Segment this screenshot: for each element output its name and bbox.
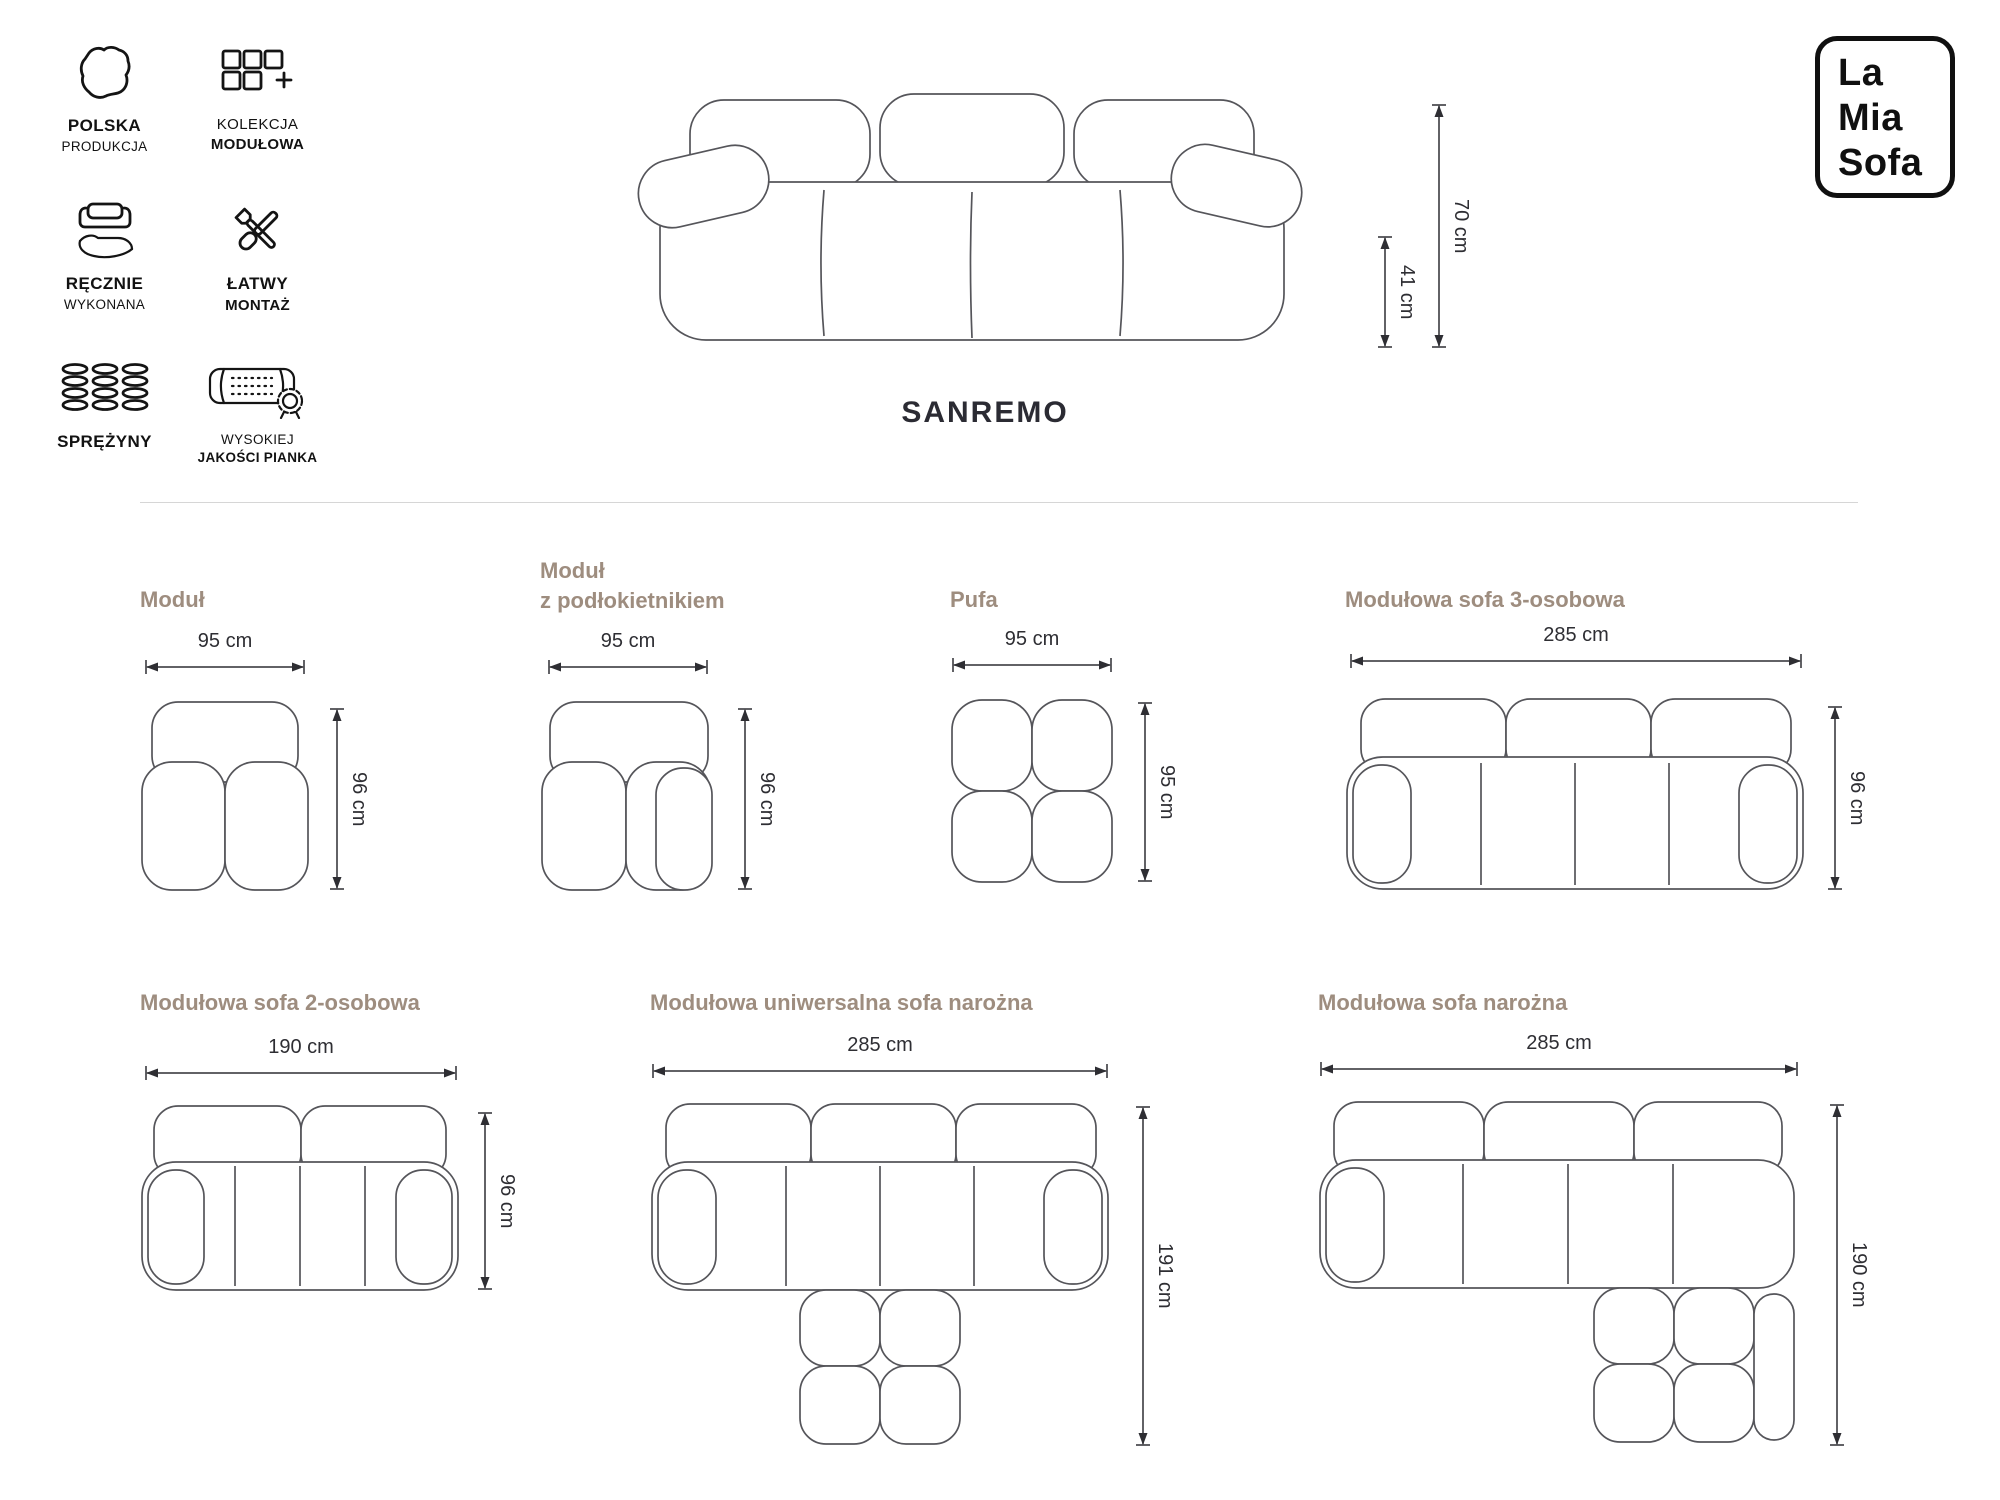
width-dimension-arrow [652, 1064, 1108, 1078]
module-title-line: Pufa [950, 587, 998, 612]
depth-dimension-arrow [1828, 706, 1842, 890]
width-dimension-arrow [1320, 1062, 1798, 1076]
foam-quality-icon [181, 346, 334, 432]
module-drawing [141, 1105, 459, 1291]
feature-sublabel: JAKOŚCI PIANKA [197, 450, 318, 465]
sofa-front-drawing [637, 93, 1303, 341]
features-panel: POLSKA PRODUKCJA KOLEKCJA MODUŁOWA [28, 30, 338, 504]
module-card-modul: Moduł 95 cm 96 cm [138, 556, 378, 906]
width-dimension-arrow [548, 660, 708, 674]
depth-dimension-arrow [738, 708, 752, 890]
module-title-line: Moduł [540, 558, 605, 583]
total-height-dimension-arrow [1432, 104, 1446, 348]
feature-label: SPRĘŻYNY [57, 432, 152, 451]
logo-line: Mia [1838, 97, 1903, 139]
module-card-sofa-3-osobowa: Modułowa sofa 3-osobowa 285 cm 96 cm [1345, 556, 1875, 906]
width-dimension-label: 95 cm [1004, 628, 1060, 650]
depth-dimension-arrow [478, 1112, 492, 1290]
module-title: Moduł [140, 585, 205, 615]
width-dimension-arrow [145, 660, 305, 674]
depth-dimension-label: 96 cm [756, 771, 778, 827]
module-drawing [951, 699, 1113, 883]
logo-line: Sofa [1838, 142, 1923, 184]
easy-assembly-tools-icon-wrap: ŁATWY MONTAŻ [181, 188, 334, 346]
depth-dimension-arrow [1138, 702, 1152, 882]
handmade-icon [28, 188, 181, 274]
module-drawing [1319, 1101, 1795, 1443]
feature-label: ŁATWY [226, 274, 289, 293]
module-title: Modułowa sofa 2-osobowa [140, 988, 420, 1018]
module-title-line: z podłokietnikiem [540, 588, 725, 613]
module-card-sofa-uniwersalna-narozna: Modułowa uniwersalna sofa narożna 285 cm… [650, 960, 1190, 1470]
module-card-sofa-2-osobowa: Modułowa sofa 2-osobowa 190 cm 96 cm [140, 960, 540, 1360]
module-title-line: Moduł [140, 587, 205, 612]
feature-sublabel: MODUŁOWA [210, 136, 305, 153]
module-title-line: Modułowa sofa 2-osobowa [140, 990, 420, 1015]
width-dimension-label: 285 cm [1526, 1032, 1592, 1054]
total-height-dimension-label: 70 cm [1450, 198, 1472, 254]
tools-icon [181, 188, 334, 274]
width-dimension-arrow [1350, 654, 1802, 668]
depth-dimension-label: 96 cm [1846, 770, 1868, 826]
module-title-line: Modułowa sofa 3-osobowa [1345, 587, 1625, 612]
brand-logo: La Mia Sofa [1815, 36, 1955, 198]
springs-icon [28, 346, 181, 432]
depth-dimension-arrow [1830, 1104, 1844, 1446]
module-card-pufa: Pufa 95 cm 95 cm [948, 556, 1183, 906]
depth-dimension-label: 95 cm [1156, 764, 1178, 820]
feature-label: POLSKA [67, 116, 142, 135]
poland-map-icon [28, 30, 181, 116]
feature-polska-produkcja: POLSKA PRODUKCJA [28, 30, 181, 188]
width-dimension-label: 190 cm [268, 1036, 334, 1058]
module-collection-icon [181, 30, 334, 116]
feature-label: WYSOKIEJ [221, 432, 294, 447]
depth-dimension-label: 191 cm [1154, 1243, 1176, 1309]
depth-dimension-label: 190 cm [1848, 1242, 1870, 1308]
depth-dimension-arrow [1136, 1106, 1150, 1446]
width-dimension-label: 285 cm [1543, 624, 1609, 646]
width-dimension-label: 285 cm [847, 1034, 913, 1056]
module-card-modul-z-podlokietnikiem: Moduł z podłokietnikiem 95 cm 96 cm [540, 556, 785, 906]
section-divider [140, 502, 1858, 503]
product-title: SANREMO [901, 396, 1069, 429]
feature-recznie-wykonana: RĘCZNIE WYKONANA [28, 188, 181, 346]
module-drawing [651, 1103, 1109, 1445]
width-dimension-arrow [952, 658, 1112, 672]
feature-sprezyny: SPRĘŻYNY [28, 346, 181, 504]
feature-label: RĘCZNIE [65, 274, 144, 293]
feature-pianka: WYSOKIEJ JAKOŚCI PIANKA [181, 346, 334, 504]
width-dimension-arrow [145, 1066, 457, 1080]
seat-height-dimension-arrow [1378, 236, 1392, 348]
module-drawing [1346, 698, 1804, 890]
feature-label: KOLEKCJA [216, 116, 299, 133]
module-title-line: Modułowa uniwersalna sofa narożna [650, 990, 1033, 1015]
depth-dimension-label: 96 cm [496, 1173, 518, 1229]
feature-kolekcja-modulowa: KOLEKCJA MODUŁOWA [181, 30, 334, 188]
module-drawing [141, 701, 309, 891]
feature-sublabel: WYKONANA [63, 297, 146, 312]
module-card-sofa-narozna: Modułowa sofa narożna 285 cm 190 cm [1318, 960, 1878, 1470]
width-dimension-label: 95 cm [197, 630, 253, 652]
width-dimension-label: 95 cm [600, 630, 656, 652]
module-title: Modułowa sofa narożna [1318, 988, 1567, 1018]
module-title: Modułowa sofa 3-osobowa [1345, 585, 1625, 615]
depth-dimension-arrow [330, 708, 344, 890]
module-title: Modułowa uniwersalna sofa narożna [650, 988, 1033, 1018]
module-title: Moduł z podłokietnikiem [540, 556, 725, 616]
module-title-line: Modułowa sofa narożna [1318, 990, 1568, 1015]
seat-height-dimension-label: 41 cm [1396, 264, 1418, 320]
module-drawing [541, 701, 713, 891]
feature-sublabel: MONTAŻ [225, 297, 290, 314]
logo-line: La [1838, 52, 1884, 94]
module-title: Pufa [950, 585, 998, 615]
feature-sublabel: PRODUKCJA [61, 139, 148, 154]
depth-dimension-label: 96 cm [348, 771, 370, 827]
